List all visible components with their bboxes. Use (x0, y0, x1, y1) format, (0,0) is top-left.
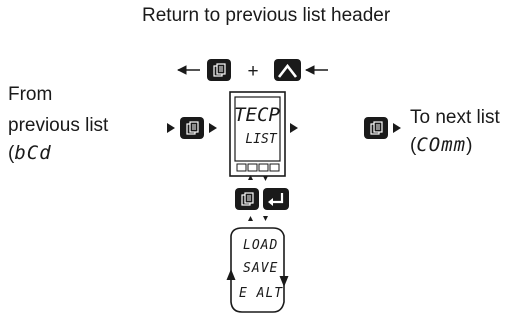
down-small-arrow-lower (263, 216, 268, 221)
page-key-left[interactable] (180, 117, 204, 139)
up-small-arrow-lower (248, 216, 253, 221)
display-bottom-text: LIST (245, 132, 277, 147)
from-arrowhead (167, 123, 175, 133)
loop-down-arrowhead (279, 276, 289, 287)
from-paren: ( (8, 143, 15, 164)
to-paren-open: ( (410, 135, 417, 156)
to-label-line2: (COmm) (410, 134, 472, 157)
to-paren-close: ) (466, 135, 473, 156)
up-key[interactable] (274, 59, 301, 81)
to-next-list-arrowhead (393, 123, 401, 133)
enter-icon (268, 193, 284, 206)
display-button-3 (258, 163, 269, 172)
options-loop (226, 227, 289, 313)
controller-display: TECP LIST (229, 91, 286, 177)
down-small-arrow-upper (263, 176, 268, 181)
loop-up-arrowhead (226, 269, 236, 280)
from-label-line2: previous list (8, 115, 109, 136)
display-to-right-arrowhead (290, 123, 298, 133)
page-key-bottom[interactable] (235, 188, 259, 210)
from-list-code: bCd (14, 142, 52, 164)
display-button-1 (236, 163, 247, 172)
option-save[interactable]: SAVE (243, 261, 279, 276)
left-to-display-arrowhead (209, 123, 217, 133)
page-key-right[interactable] (364, 117, 388, 139)
page-key-top[interactable] (207, 59, 231, 81)
to-label-line1: To next list (410, 107, 500, 128)
plus-sign: + (247, 61, 258, 82)
display-button-4 (269, 163, 280, 172)
from-label-line1: From (8, 84, 53, 105)
option-load[interactable]: LOAD (243, 238, 279, 253)
display-top-text: TECP (234, 104, 280, 126)
display-button-2 (247, 163, 258, 172)
diagram-title: Return to previous list header (142, 5, 391, 26)
up-arrow-icon (277, 63, 298, 78)
enter-key[interactable] (263, 188, 289, 210)
option-e-alt[interactable]: E ALT (239, 286, 284, 301)
from-label-line3: (bCd (8, 142, 52, 165)
up-small-arrow-upper (248, 175, 253, 180)
to-list-code: COmm (416, 134, 467, 156)
